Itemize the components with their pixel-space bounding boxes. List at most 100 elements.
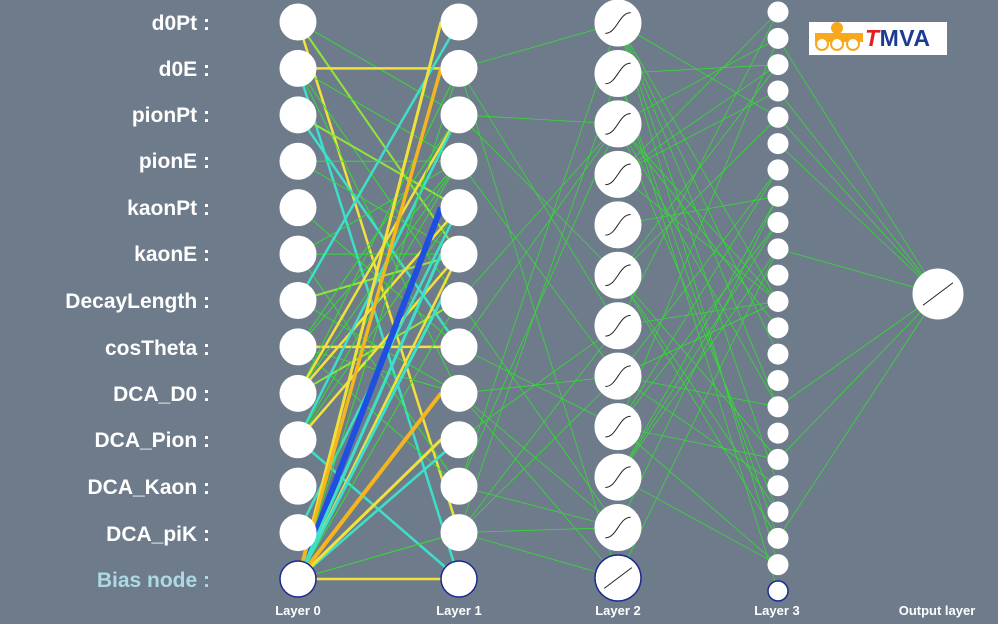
connection-line [458, 123, 619, 348]
neuron-node [279, 374, 317, 412]
connection-line [777, 293, 939, 460]
connection-line [617, 375, 779, 408]
neuron-node [767, 448, 789, 470]
connection-line [458, 73, 619, 533]
input-label-dca-d0: DCA_D0 : [113, 383, 210, 406]
neuron-node [440, 142, 478, 180]
layer-label-0: Layer 0 [275, 603, 321, 618]
connection-line [617, 11, 779, 175]
connection-line [617, 90, 779, 175]
neuron-node [767, 422, 789, 444]
connection-line [296, 114, 461, 441]
neuron-node [594, 453, 642, 501]
neuron-node [767, 317, 789, 339]
connection-line [777, 248, 939, 295]
neuron-node [279, 49, 317, 87]
sigmoid-activation-icon [605, 163, 631, 186]
neuron-node [767, 291, 789, 312]
neuron-node [594, 201, 642, 249]
neuron-node [440, 421, 478, 459]
logo-dot-icon [830, 37, 844, 51]
connection-line [458, 123, 619, 301]
neuron-node [594, 403, 642, 451]
connection-line [617, 248, 779, 579]
connection-line [617, 64, 779, 175]
neuron-node [767, 369, 789, 391]
neurons [279, 0, 964, 602]
connection-line [297, 253, 460, 441]
connection-line [458, 346, 619, 427]
connection-line [617, 123, 779, 302]
connection-line [296, 114, 461, 394]
bias-connection-line [296, 67, 443, 580]
neuron-node [594, 302, 642, 350]
connection-line [777, 90, 939, 295]
connection-line [777, 293, 939, 408]
neuron-node [767, 133, 789, 155]
neuron-node [440, 49, 478, 87]
bias-connection-line [296, 253, 443, 580]
neuron-node [912, 268, 964, 320]
connection-line [617, 174, 779, 302]
connection-line [617, 22, 779, 355]
connection-line [297, 438, 460, 580]
layer-label-3: Layer 3 [754, 603, 800, 618]
logo-letter-t: T [865, 25, 880, 51]
connection-line [617, 275, 779, 513]
input-label-pione: pionE : [138, 150, 210, 173]
neuron-node [279, 282, 317, 319]
neuron-node [279, 189, 317, 227]
connection-line [617, 301, 779, 327]
neuron-node [767, 264, 789, 286]
sigmoid-activation-icon [605, 415, 631, 438]
neuron-node [594, 0, 642, 47]
tmva-logo: TMVA [809, 22, 947, 55]
connection-line [458, 68, 619, 579]
connection-line [617, 196, 779, 528]
connection-line [458, 114, 619, 276]
neuron-node [767, 212, 789, 234]
sigmoid-activation-icon [605, 365, 631, 388]
neuron-node [440, 514, 478, 552]
connection-line [458, 114, 619, 125]
sigmoid-activation-icon [605, 113, 631, 135]
connection-line [617, 375, 779, 487]
connection-line [617, 73, 779, 539]
connection-line [617, 275, 779, 460]
neuron-node [767, 238, 789, 260]
connection-line [617, 476, 779, 566]
neuron-node [279, 96, 317, 134]
layer-label-2: Layer 2 [595, 603, 641, 618]
connection-line [458, 325, 619, 441]
neuron-node [767, 396, 789, 418]
neuron-node [440, 235, 478, 273]
connection-line [617, 38, 779, 427]
connection-line [458, 300, 619, 528]
neuron-node [767, 475, 789, 497]
connection-line [617, 275, 779, 539]
connection-line [458, 123, 619, 487]
input-label-d0e: d0E : [158, 58, 210, 81]
neuron-node [279, 328, 317, 366]
connection-line [617, 22, 779, 118]
linear-activation-icon [603, 567, 633, 589]
connection-line [297, 67, 460, 162]
connection-line [297, 68, 460, 394]
connection-line [617, 426, 779, 460]
connection-line [777, 117, 939, 295]
connection-line [777, 293, 939, 539]
logo-letters-mva: MVA [879, 25, 931, 51]
bias-connection-line [296, 438, 443, 581]
neuron-node [767, 80, 789, 102]
sigmoid-activation-icon [605, 12, 631, 34]
connection-line [617, 11, 779, 326]
bias-connection-line [296, 392, 443, 581]
bias-node [440, 560, 478, 598]
neuron-node [767, 554, 789, 576]
connection-line [297, 160, 460, 255]
neuron-node [440, 467, 478, 505]
connection-line [617, 123, 779, 329]
neuron-node [279, 514, 317, 552]
